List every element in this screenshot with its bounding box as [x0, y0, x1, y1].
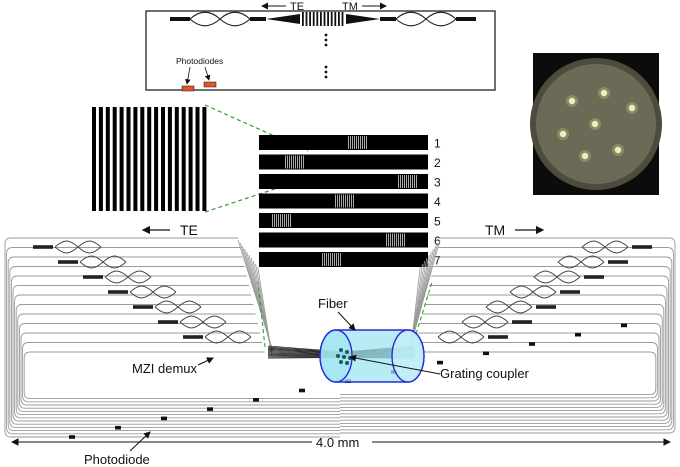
inset-grating-coupler: [302, 12, 344, 26]
inset-left-taper: [266, 14, 300, 24]
fiber-core-7: [614, 146, 622, 154]
inset-photodiode-2: [203, 81, 217, 88]
left-detector-bar: [183, 335, 203, 339]
fiber-core-6: [581, 152, 589, 160]
zoom-grating-bar: [188, 107, 193, 211]
zoom-grating-bar: [161, 107, 165, 211]
grating-row-1: [259, 135, 428, 150]
inset-loop-waveguide: [145, 10, 496, 91]
inset-right-photodiode-bar: [456, 17, 476, 21]
left-mzi-demux-array: [33, 240, 252, 344]
zoom-grating-bar: [119, 107, 124, 211]
bundle-zoom-line-left: [257, 281, 266, 348]
zoom-grating-bar: [126, 107, 131, 211]
grating-row-5: [259, 213, 428, 228]
photodiode-12: [575, 332, 581, 337]
left-detector-bar: [83, 275, 103, 279]
fiber-cylinder: [319, 329, 425, 383]
fiber-core-2: [600, 89, 608, 97]
fiber-cores: [336, 348, 352, 365]
inset-ellipsis-dots: [324, 33, 328, 79]
right-detector-bar: [512, 320, 532, 324]
photodiode-2: [115, 425, 121, 430]
grating-row-7: [259, 252, 428, 267]
left-detector-bar: [33, 245, 53, 249]
grating-row-number: 3: [434, 176, 441, 190]
photodiode-3: [161, 416, 167, 421]
zoom-grating-bar: [140, 107, 145, 211]
photodiode-5: [253, 398, 259, 402]
photodiode-1: [69, 435, 75, 439]
photodiode-13: [621, 323, 627, 328]
photodiode-4: [207, 407, 213, 411]
mzi-demux-label: MZI demux: [132, 361, 198, 376]
inset-tm-label: TM: [342, 1, 358, 13]
left-detector-bar: [133, 305, 153, 309]
grating-row-number: 5: [434, 215, 441, 229]
grating-row-number: 2: [434, 156, 441, 170]
fiber-core-4: [591, 120, 599, 128]
grating-row-2: [259, 154, 428, 170]
grating-row-number: 6: [434, 234, 441, 248]
photodiode-label: Photodiode: [84, 452, 150, 467]
inset-left-photodiode-bar: [170, 17, 190, 21]
zoom-grating-bar: [167, 107, 172, 211]
inset-right-taper: [346, 14, 380, 24]
right-mzi-demux-array: [437, 240, 652, 344]
fiber-core-1: [568, 97, 576, 105]
grating-row-3: [259, 174, 428, 189]
grating-zoom-inset: [92, 107, 207, 211]
left-detector-bar: [58, 260, 78, 264]
zoom-grating-bar: [147, 107, 152, 211]
right-detector-bar: [488, 335, 508, 339]
photodiode-9: [437, 360, 443, 365]
zoom-grating-bar: [105, 107, 110, 211]
grating-row-number: 4: [434, 195, 441, 209]
zoom-grating-bar: [195, 107, 200, 211]
zoom-grating-bar: [98, 107, 103, 211]
inset-photodiodes-label: Photodiodes: [176, 56, 223, 66]
waveguide-network: [4, 237, 676, 438]
top-inset-schematic: TE TM Photodiodes: [145, 1, 496, 92]
photodiode-6: [299, 388, 305, 393]
photodiode-11: [529, 342, 535, 346]
zoom-grating-bar: [133, 107, 138, 211]
zoom-grating-bar: [154, 107, 159, 211]
right-detector-bar: [560, 290, 580, 294]
fiber-label: Fiber: [318, 296, 348, 311]
inset-photodiode-1: [181, 85, 195, 92]
fiber-core-5: [559, 130, 567, 138]
zoom-grating-bar: [181, 107, 186, 211]
photodiode-10: [483, 351, 489, 356]
grating-coupler-rows: 1 2 3 4 5 6 7: [259, 135, 441, 268]
right-detector-bar: [632, 245, 652, 249]
right-detector-bar: [536, 305, 556, 309]
zoom-grating-bar: [174, 107, 179, 211]
grating-row-6: [259, 232, 428, 248]
inset-te-label: TE: [290, 1, 304, 13]
right-detector-bar: [608, 260, 628, 264]
grating-coupler-label: Grating coupler: [440, 366, 530, 381]
fiber-bundle-micrograph: [530, 53, 662, 195]
grating-row-number: 7: [434, 254, 441, 268]
main-te-label: TE: [180, 222, 198, 238]
grating-row-number: 1: [434, 137, 441, 151]
main-tm-label: TM: [485, 222, 505, 238]
fiber-core-3: [628, 104, 636, 112]
scale-bar-label: 4.0 mm: [316, 435, 359, 450]
right-detector-bar: [584, 275, 604, 279]
zoom-grating-bar: [92, 107, 96, 211]
left-detector-bar: [108, 290, 128, 294]
left-detector-bar: [158, 320, 178, 324]
bundle-zoom-line-right: [411, 281, 433, 348]
zoom-grating-bar: [112, 107, 117, 211]
zoom-grating-bar: [202, 107, 207, 211]
